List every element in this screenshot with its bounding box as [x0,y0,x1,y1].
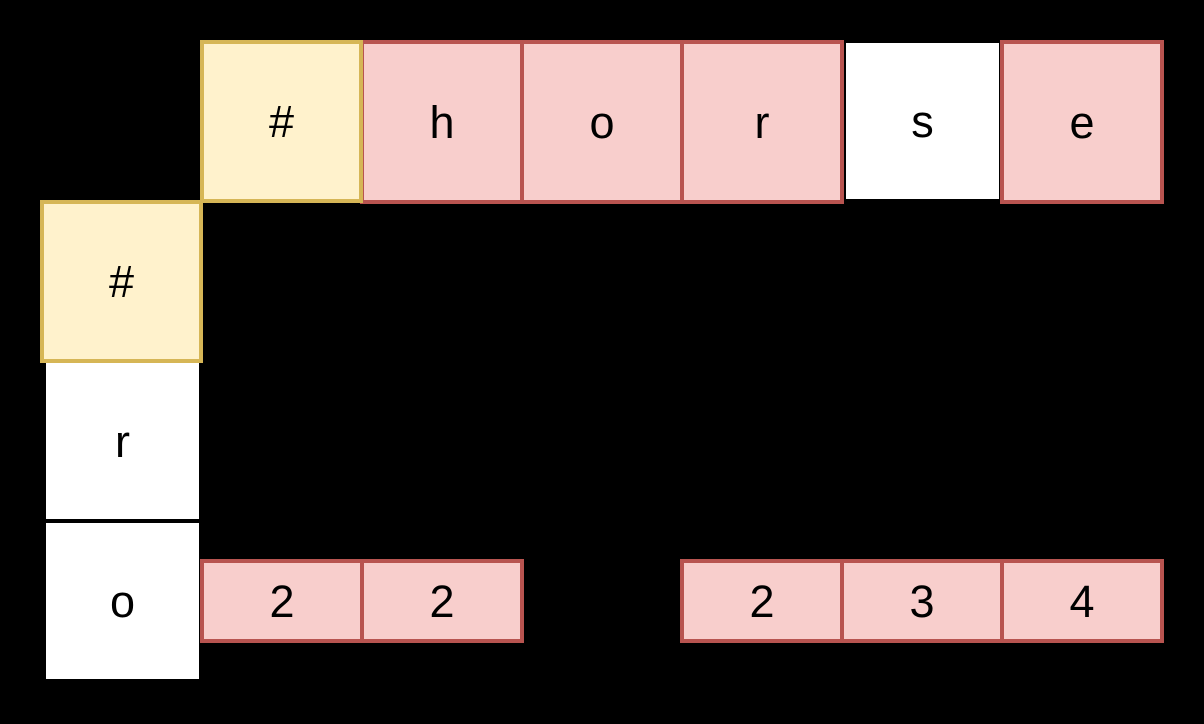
header-cell: e [1000,40,1164,204]
header-cell: o [520,40,684,204]
header-cell: s [846,43,999,199]
value-cell: 2 [200,559,364,643]
header-cell: o [46,523,199,679]
header-cell: # [200,40,363,203]
value-cell: 3 [840,559,1004,643]
value-cell: 4 [1000,559,1164,643]
header-cell: r [46,363,199,519]
value-cell: 2 [680,559,844,643]
value-cell: 2 [360,559,524,643]
header-cell: r [680,40,844,204]
header-cell: h [360,40,524,204]
header-cell: # [40,200,203,363]
